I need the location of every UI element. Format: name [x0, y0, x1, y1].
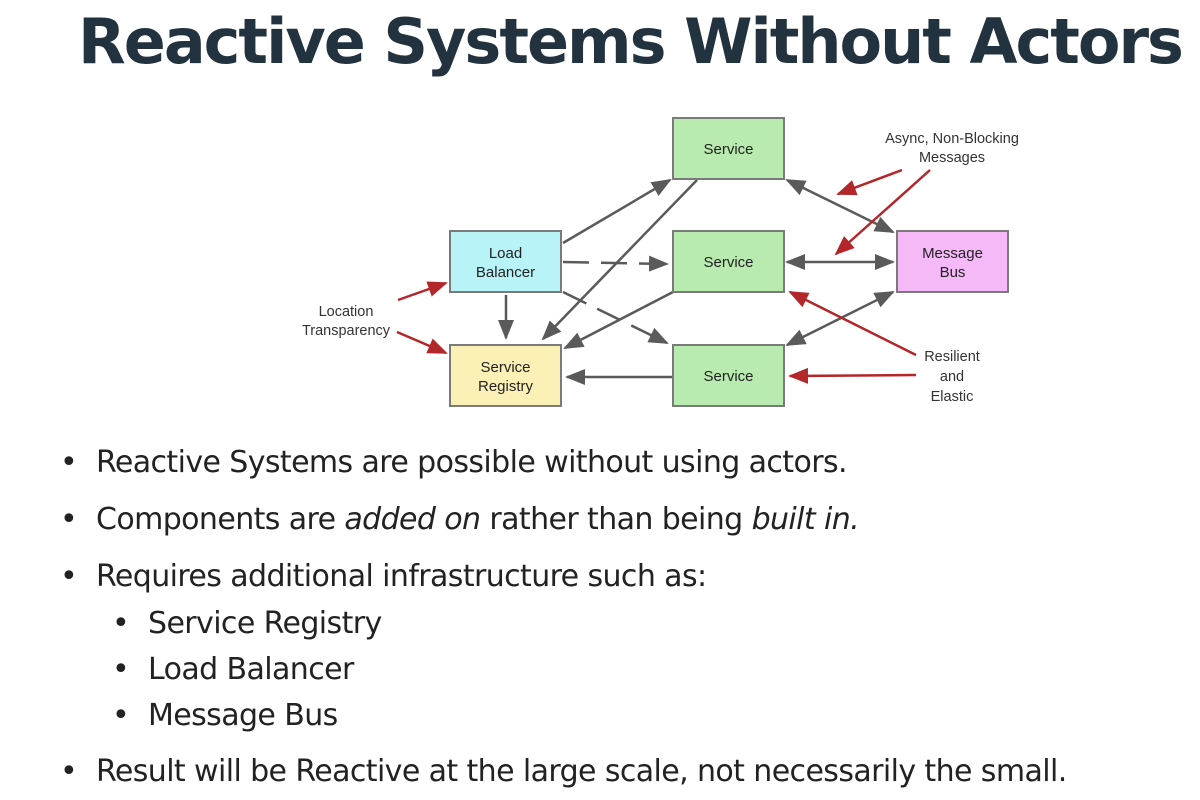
- load-balancer-box: Load Balancer: [449, 230, 562, 293]
- red-arrow-to-service-mid-2: [788, 290, 917, 357]
- arrow-service-bot-bus: [785, 290, 895, 347]
- red-arrow-to-service-mid: [834, 169, 931, 256]
- service-bottom-box: Service: [672, 344, 785, 407]
- service-mid-label: Service: [703, 254, 753, 271]
- bullet-infrastructure: Requires additional infrastructure such …: [58, 552, 1067, 609]
- service-top-label: Service: [703, 141, 753, 158]
- red-arrow-to-load-balancer: [397, 281, 448, 302]
- service-registry-box: Service Registry: [449, 344, 562, 407]
- message-bus-label-line2: Bus: [940, 264, 966, 281]
- service-mid-box: Service: [672, 230, 785, 293]
- bullet-result: Result will be Reactive at the large sca…: [58, 747, 1067, 797]
- arrow-lb-to-service-top: [562, 178, 672, 245]
- bullet-actors: Reactive Systems are possible without us…: [58, 438, 1067, 495]
- location-transparency-line1: Location: [319, 304, 374, 320]
- service-registry-label-line1: Service: [480, 359, 530, 376]
- load-balancer-label-line1: Load: [489, 245, 522, 262]
- bullet-components: Components are added on rather than bein…: [58, 495, 1067, 552]
- bullet-components-em-added-on: added on: [344, 502, 481, 537]
- service-top-box: Service: [672, 117, 785, 180]
- location-transparency-line2: Transparency: [302, 323, 391, 339]
- sub-bullet-load-balancer: Load Balancer: [58, 647, 1067, 693]
- resilient-elastic-annotation: Resilient and Elastic: [924, 349, 980, 405]
- architecture-diagram: Service Service Service Load Balancer Se…: [302, 117, 1019, 407]
- arrow-service-mid-to-registry: [563, 290, 674, 350]
- red-arrow-to-service-top: [836, 168, 903, 196]
- annotation-arrows: [396, 168, 931, 384]
- location-transparency-annotation: Location Transparency: [302, 304, 391, 339]
- red-arrow-to-service-registry: [396, 330, 448, 355]
- service-bottom-label: Service: [703, 368, 753, 385]
- async-messages-annotation: Async, Non-Blocking Messages: [885, 131, 1019, 166]
- async-messages-line2: Messages: [919, 150, 985, 166]
- resilient-elastic-line1: Resilient: [924, 349, 980, 365]
- infrastructure-sub-list: Service Registry Load Balancer Message B…: [58, 601, 1067, 739]
- red-arrow-to-service-bot: [788, 367, 917, 384]
- resilient-elastic-line3: Elastic: [931, 389, 974, 405]
- bullet-components-text-1: Components are: [96, 502, 345, 537]
- service-registry-label-line2: Registry: [478, 378, 534, 395]
- resilient-elastic-line2: and: [940, 369, 964, 385]
- arrow-lb-to-service-bot: [562, 290, 669, 345]
- bullet-components-em-built-in: built in.: [751, 502, 860, 537]
- message-bus-box: Message Bus: [896, 230, 1009, 293]
- load-balancer-label-line2: Balancer: [476, 264, 535, 281]
- message-bus-label-line1: Message: [922, 245, 983, 262]
- arrow-service-top-to-registry: [541, 179, 698, 341]
- bullet-list: Reactive Systems are possible without us…: [58, 438, 1067, 797]
- sub-bullet-service-registry: Service Registry: [58, 601, 1067, 647]
- arrow-service-top-bus: [785, 178, 895, 234]
- connector-arrows: [498, 178, 895, 385]
- async-messages-line1: Async, Non-Blocking: [885, 131, 1019, 147]
- bullet-components-text-2: rather than being: [480, 502, 752, 537]
- slide-title: Reactive Systems Without Actors: [78, 5, 1184, 78]
- sub-bullet-message-bus: Message Bus: [58, 693, 1067, 739]
